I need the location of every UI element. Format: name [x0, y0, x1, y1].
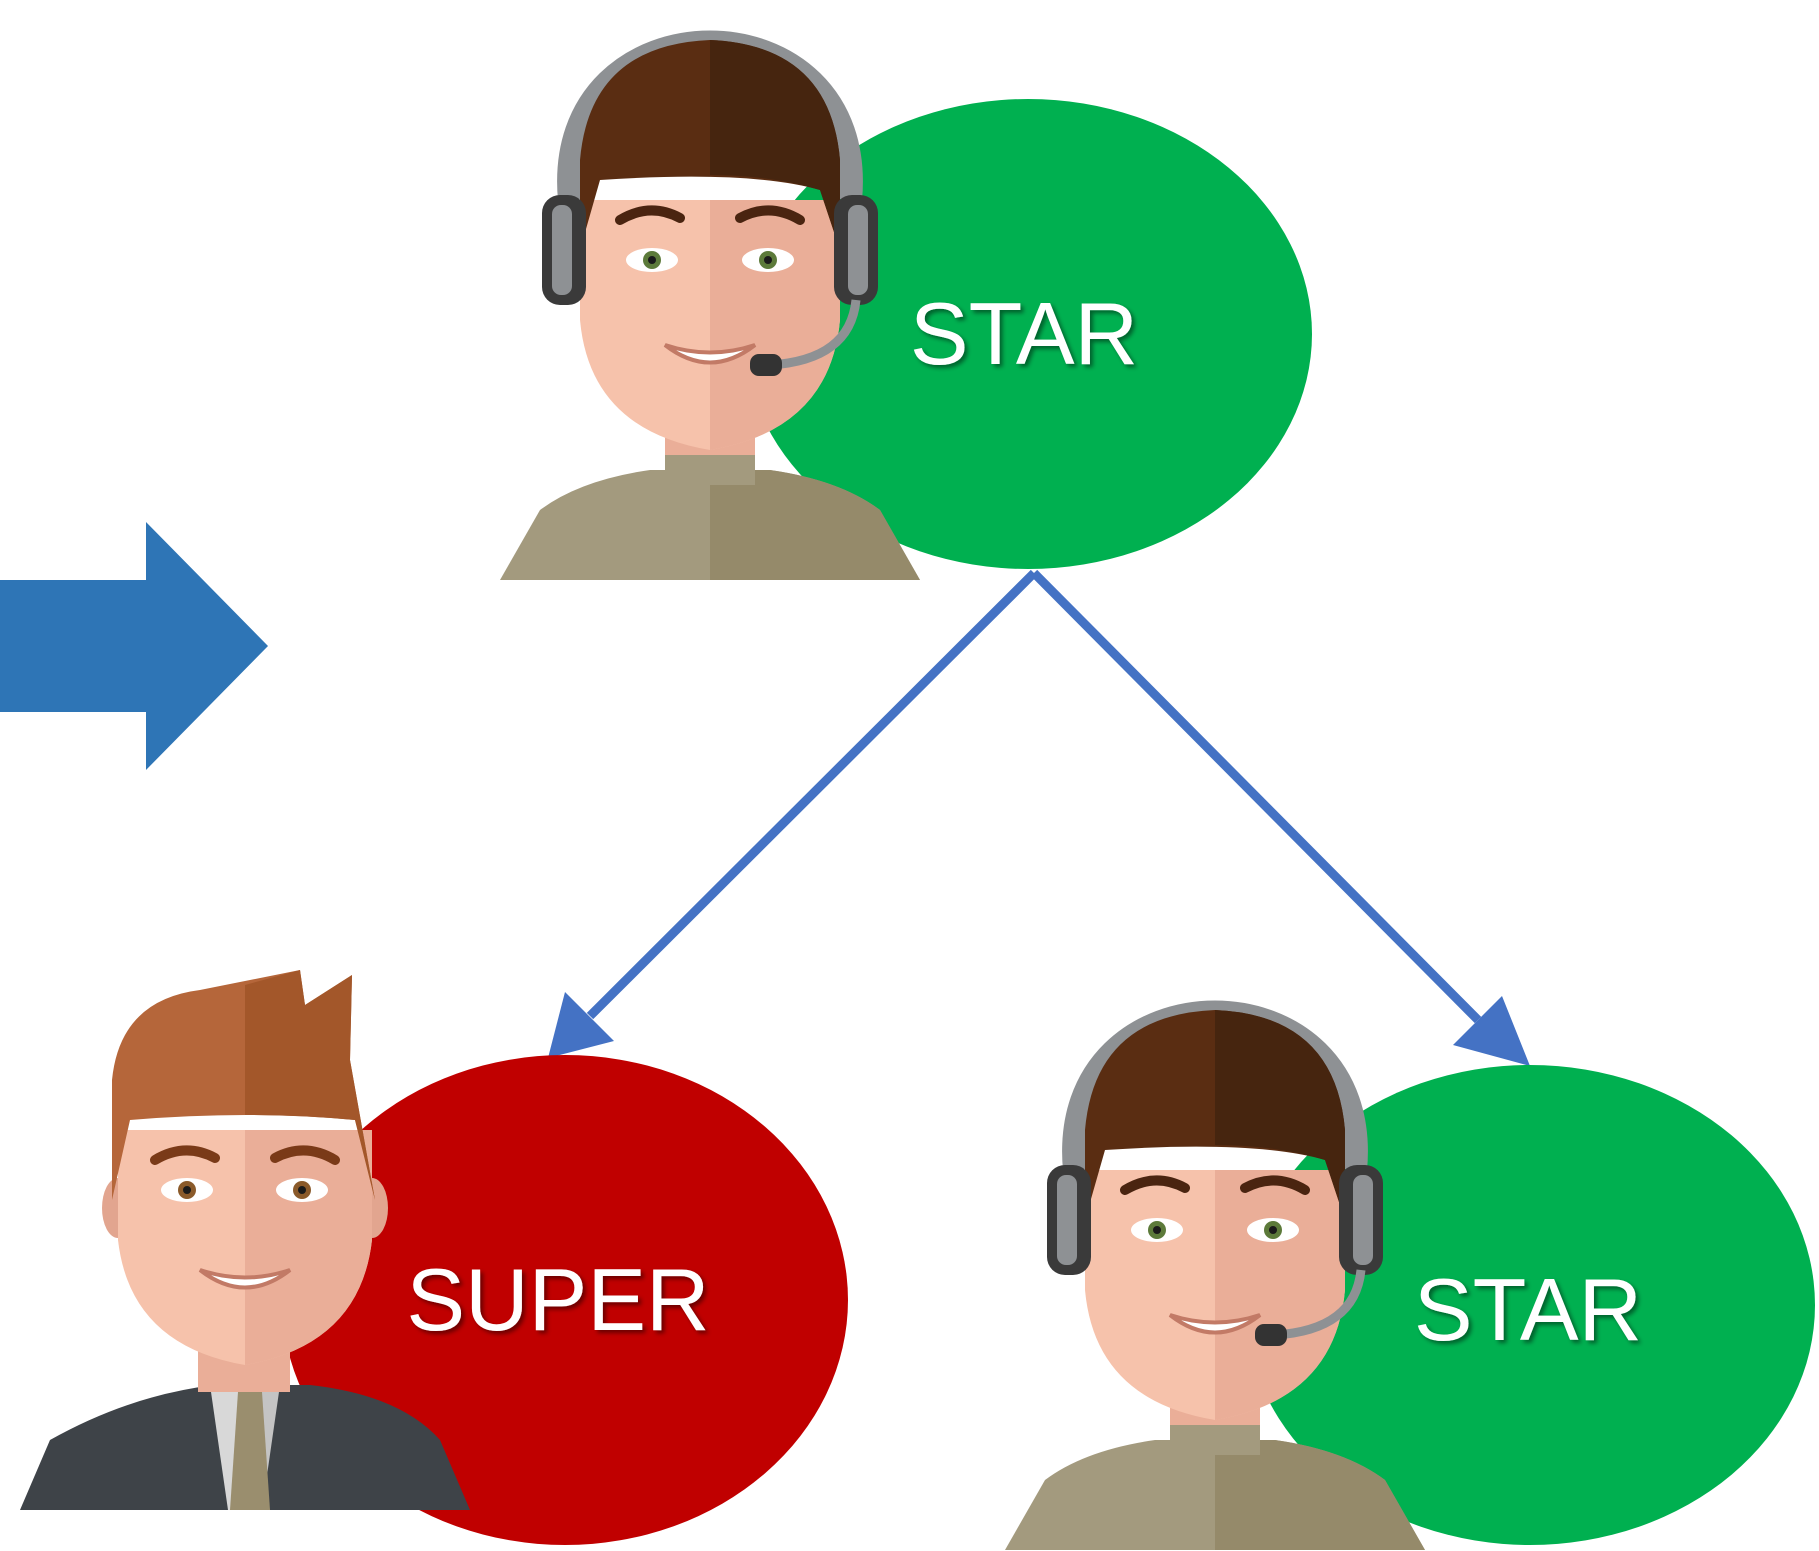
node-right: STAR: [1005, 1010, 1815, 1550]
super-bubble: [282, 1055, 848, 1545]
node-left: SUPER: [20, 970, 848, 1545]
node-right-label: STAR: [1414, 1260, 1642, 1359]
right-arrow-icon: [0, 522, 268, 770]
connector-top-to-right: [1030, 569, 1530, 1066]
node-top: STAR: [500, 40, 1312, 580]
star-bubble: [1245, 1065, 1815, 1545]
headset-agent-icon: [500, 40, 920, 580]
businessman-icon: [20, 970, 470, 1510]
node-top-label: STAR: [910, 284, 1138, 383]
headset-agent-icon: [1005, 1010, 1425, 1550]
connector-top-to-left: [548, 569, 1038, 1058]
node-left-label: SUPER: [406, 1250, 709, 1349]
star-bubble: [744, 99, 1312, 569]
